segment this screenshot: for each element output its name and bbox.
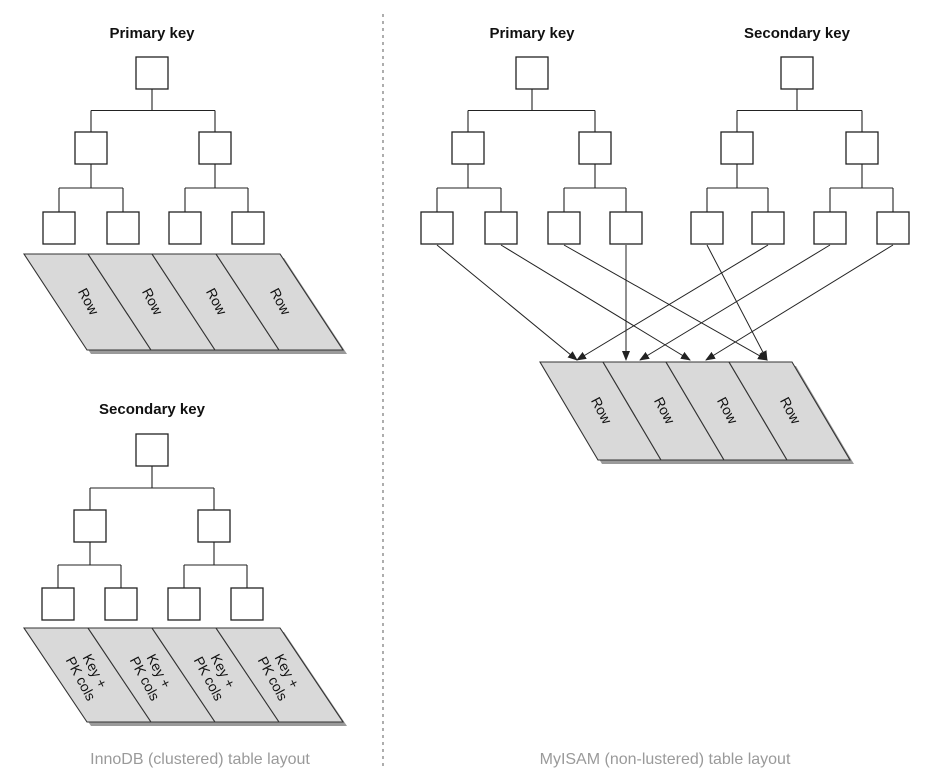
myisam-primary-leaf-node [547, 211, 581, 245]
myisam-secondary-edge-branch [706, 164, 769, 212]
myisam-secondary-edge-root [736, 89, 863, 132]
row-pointer-arrow [500, 244, 691, 361]
innodb-primary-leaf-node [42, 211, 76, 245]
innodb-row-cell [214, 253, 345, 351]
innodb-secondary-root-node [135, 433, 169, 467]
myisam-secondary-leaf-node [876, 211, 910, 245]
myisam-primary-internal-node [451, 131, 485, 165]
innodb-primary-leaf-node [106, 211, 140, 245]
row-pointer-arrow [705, 244, 894, 361]
innodb-primary-leaf-node [168, 211, 202, 245]
myisam-secondary-leaf-node [751, 211, 785, 245]
row-pointer-arrow [706, 244, 768, 361]
innodb-primary-internal-node [198, 131, 232, 165]
myisam-primary-key-tree [420, 56, 643, 245]
innodb-primary-edge-branch [58, 164, 124, 212]
myisam-secondary-leaf-node [813, 211, 847, 245]
myisam-primary-leaf-node [484, 211, 518, 245]
innodb-primary-key-label: Primary key [109, 25, 195, 42]
innodb-secondary-edge-root [89, 466, 215, 510]
innodb-secondary-key-label: Secondary key [99, 401, 206, 418]
innodb-secondary-leaf-node [167, 587, 201, 621]
myisam-primary-key-label: Primary key [489, 25, 575, 42]
innodb-primary-leaf-node [231, 211, 265, 245]
myisam-secondary-root-node [780, 56, 814, 90]
innodb-caption: InnoDB (clustered) table layout [90, 751, 310, 768]
innodb-secondary-leaf-node [230, 587, 264, 621]
row-pointer-arrow [639, 244, 831, 361]
innodb-secondary-edge-branch [183, 542, 248, 588]
myisam-row-pointers [436, 244, 894, 361]
innodb-primary-internal-node [74, 131, 108, 165]
innodb-primary-key-tree [42, 56, 265, 245]
myisam-secondary-key-tree [690, 56, 910, 245]
myisam-secondary-leaf-node [690, 211, 724, 245]
row-pointer-arrow [576, 244, 769, 361]
myisam-secondary-internal-node [720, 131, 754, 165]
innodb-primary-edge-root [90, 89, 216, 132]
myisam-caption: MyISAM (non-lustered) table layout [540, 751, 791, 768]
myisam-primary-leaf-node [420, 211, 454, 245]
innodb-secondary-leaf-node [41, 587, 75, 621]
myisam-primary-root-node [515, 56, 549, 90]
innodb-secondary-edge-branch [57, 542, 122, 588]
myisam-primary-internal-node [578, 131, 612, 165]
innodb-keypk-cell [214, 627, 345, 723]
myisam-secondary-internal-node [845, 131, 879, 165]
row-pointer-arrow [563, 244, 768, 361]
myisam-primary-leaf-node [609, 211, 643, 245]
innodb-secondary-key-tree [41, 433, 264, 621]
innodb-primary-edge-branch [184, 164, 249, 212]
myisam-primary-edge-root [467, 89, 596, 132]
myisam-primary-edge-branch [563, 164, 627, 212]
myisam-secondary-edge-branch [829, 164, 894, 212]
innodb-secondary-leaf-node [104, 587, 138, 621]
innodb-secondary-internal-node [73, 509, 107, 543]
row-pointer-arrow [436, 244, 578, 361]
myisam-secondary-key-label: Secondary key [744, 25, 851, 42]
innodb-primary-root-node [135, 56, 169, 90]
myisam-primary-edge-branch [436, 164, 502, 212]
innodb-secondary-internal-node [197, 509, 231, 543]
myisam-row-cell [728, 361, 851, 461]
